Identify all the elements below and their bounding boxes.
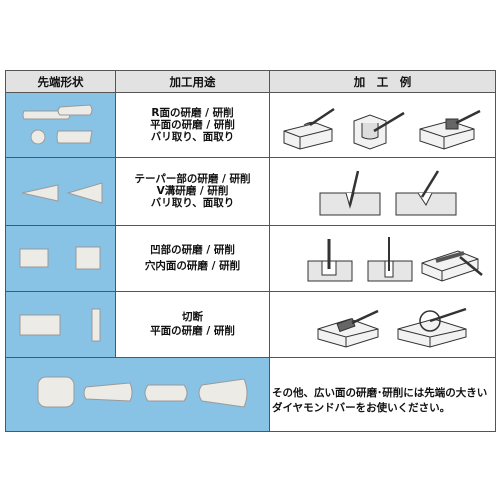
tip-shapes-cylinder <box>19 246 101 270</box>
usage-line: 平面の研磨 / 研削 <box>150 119 235 131</box>
tip-shape-cell-4 <box>6 291 116 357</box>
example-illustrations-2 <box>319 170 457 216</box>
header-usage-label: 加工用途 <box>169 74 216 89</box>
recommendation-note-text: その他、広い面の研磨･研削には先端の大きいダイヤモンドバーをお使いください。 <box>272 387 488 414</box>
usage-line: V溝研磨 / 研削 <box>156 185 229 197</box>
usage-line: テーパー部の研磨 / 研削 <box>134 173 251 185</box>
example-cell-1 <box>270 93 495 157</box>
usage-line: 平面の研磨 / 研削 <box>150 325 235 337</box>
tip-shape-cell-1 <box>6 93 116 157</box>
tip-shapes-large <box>37 376 248 408</box>
example-cell-4 <box>270 291 495 357</box>
example-illustrations-1 <box>283 107 481 150</box>
recommendation-note: その他、広い面の研磨･研削には先端の大きいダイヤモンドバーをお使いください。 <box>272 372 494 430</box>
header-example: 加 工 例 <box>270 71 495 93</box>
example-illustrations-4 <box>317 307 467 348</box>
tip-shapes-disc <box>19 308 101 342</box>
usage-line: バリ取り、面取り <box>150 197 235 209</box>
usage-cell-4: 切断 平面の研磨 / 研削 <box>116 291 270 357</box>
tip-shape-cell-2 <box>6 157 116 225</box>
row-divider <box>6 357 495 358</box>
usage-line: 凹部の研磨 / 研削 <box>150 244 235 256</box>
tool-tip-table: 先端形状 加工用途 加 工 例 <box>5 70 496 432</box>
usage-cell-1: R面の研磨 / 研削 平面の研磨 / 研削 バリ取り、面取り <box>116 93 270 157</box>
tip-shape-cell-large <box>6 357 270 431</box>
header-tip-shape-label: 先端形状 <box>37 74 84 89</box>
row-divider <box>6 225 495 226</box>
usage-line: 切断 <box>182 311 203 323</box>
row-divider <box>6 157 495 158</box>
example-cell-2 <box>270 157 495 225</box>
tip-shapes-taper <box>21 182 103 204</box>
usage-line: バリ取り、面取り <box>150 131 235 143</box>
usage-line: 穴内面の研磨 / 研削 <box>144 260 241 272</box>
usage-cell-3: 凹部の研磨 / 研削 穴内面の研磨 / 研削 <box>116 225 270 291</box>
usage-cell-2: テーパー部の研磨 / 研削 V溝研磨 / 研削 バリ取り、面取り <box>116 157 270 225</box>
header-tip-shape: 先端形状 <box>6 71 116 93</box>
tip-shape-cell-3 <box>6 225 116 291</box>
header-example-label: 加 工 例 <box>353 74 412 89</box>
usage-line: R面の研磨 / 研削 <box>151 107 234 119</box>
tip-shapes-rounded <box>22 104 93 145</box>
header-usage: 加工用途 <box>116 71 270 93</box>
example-illustrations-3 <box>307 237 483 282</box>
row-divider <box>6 291 495 292</box>
example-cell-3 <box>270 225 495 291</box>
